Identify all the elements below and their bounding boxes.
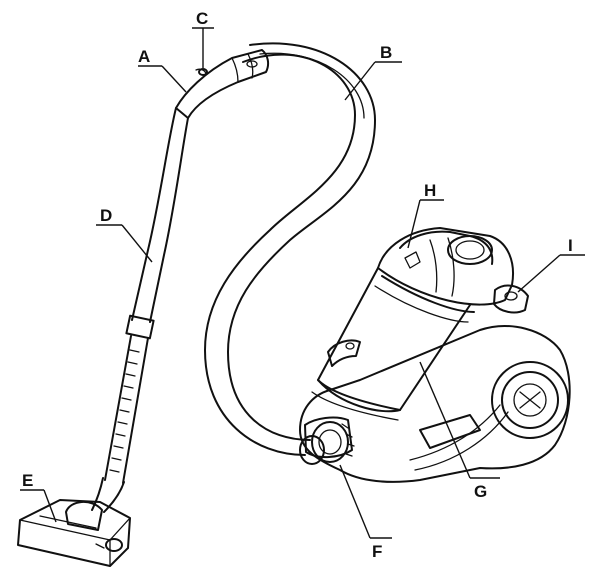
label-i: I — [568, 236, 573, 255]
canister-body — [299, 227, 571, 483]
label-f: F — [372, 542, 382, 561]
label-c: C — [196, 9, 208, 28]
label-a: A — [138, 47, 150, 66]
floor-nozzle — [17, 499, 131, 567]
telescopic-tube — [91, 107, 189, 513]
flexible-hose — [204, 42, 376, 456]
label-h: H — [424, 181, 436, 200]
label-d: D — [100, 206, 112, 225]
label-g: G — [474, 482, 487, 501]
leader-lines — [20, 27, 585, 539]
label-b: B — [380, 43, 392, 62]
part-labels: A C B D E H I F G — [22, 9, 573, 561]
hose-handle — [175, 49, 270, 119]
label-e: E — [22, 471, 33, 490]
